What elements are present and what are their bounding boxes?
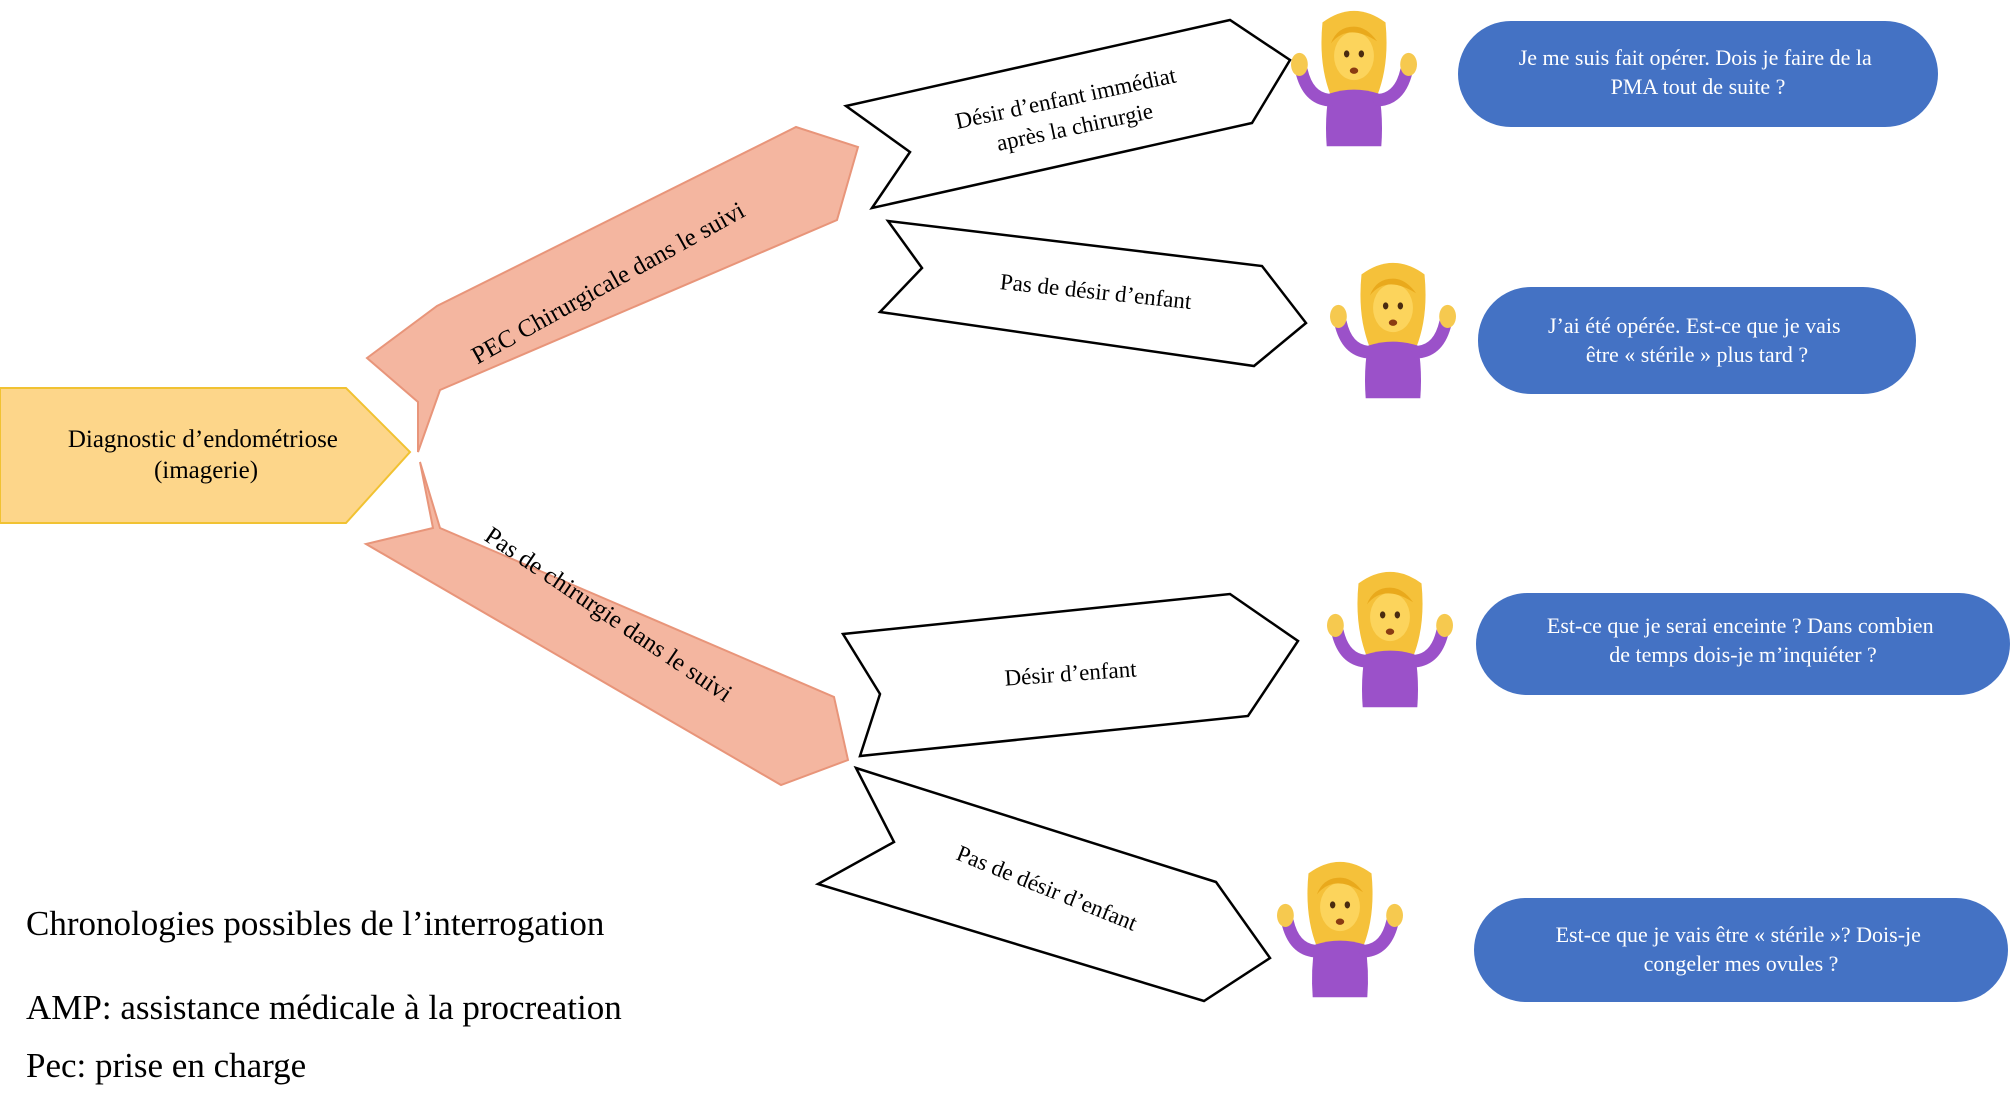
legend-amp: AMP: assistance médicale à la procreatio… bbox=[26, 988, 622, 1027]
legend-pec: Pec: prise en charge bbox=[26, 1046, 307, 1085]
question-bubble-2 bbox=[1478, 287, 1916, 394]
person-shrugging-icon bbox=[1291, 11, 1417, 146]
question-bubble-3-text: Est-ce que je serai enceinte ? Dans comb… bbox=[1547, 613, 1939, 667]
legend-title: Chronologies possibles de l’interrogatio… bbox=[26, 904, 605, 943]
root-node bbox=[0, 387, 412, 524]
question-bubble-2-text: J’ai été opérée. Est-ce que je vais être… bbox=[1548, 313, 1846, 367]
leaf-desire-after-surgery bbox=[843, 18, 1292, 210]
person-shrugging-icon bbox=[1277, 862, 1403, 997]
person-shrugging-icon bbox=[1330, 263, 1456, 398]
leaf-no-desire-surgery bbox=[877, 219, 1308, 368]
leaf-no-desire bbox=[814, 765, 1272, 1003]
question-bubble-3 bbox=[1476, 593, 2010, 695]
question-bubble-4-text: Est-ce que je vais être « stérile »? Doi… bbox=[1556, 922, 1927, 976]
question-bubble-1 bbox=[1458, 21, 1938, 127]
question-bubble-1-text: Je me suis fait opérer. Dois je faire de… bbox=[1519, 45, 1878, 99]
root-label: Diagnostic d’endométriose (imagerie) bbox=[68, 426, 344, 484]
person-shrugging-icon bbox=[1327, 572, 1453, 707]
question-bubble-4 bbox=[1474, 898, 2008, 1002]
leaf-desire bbox=[840, 592, 1300, 758]
